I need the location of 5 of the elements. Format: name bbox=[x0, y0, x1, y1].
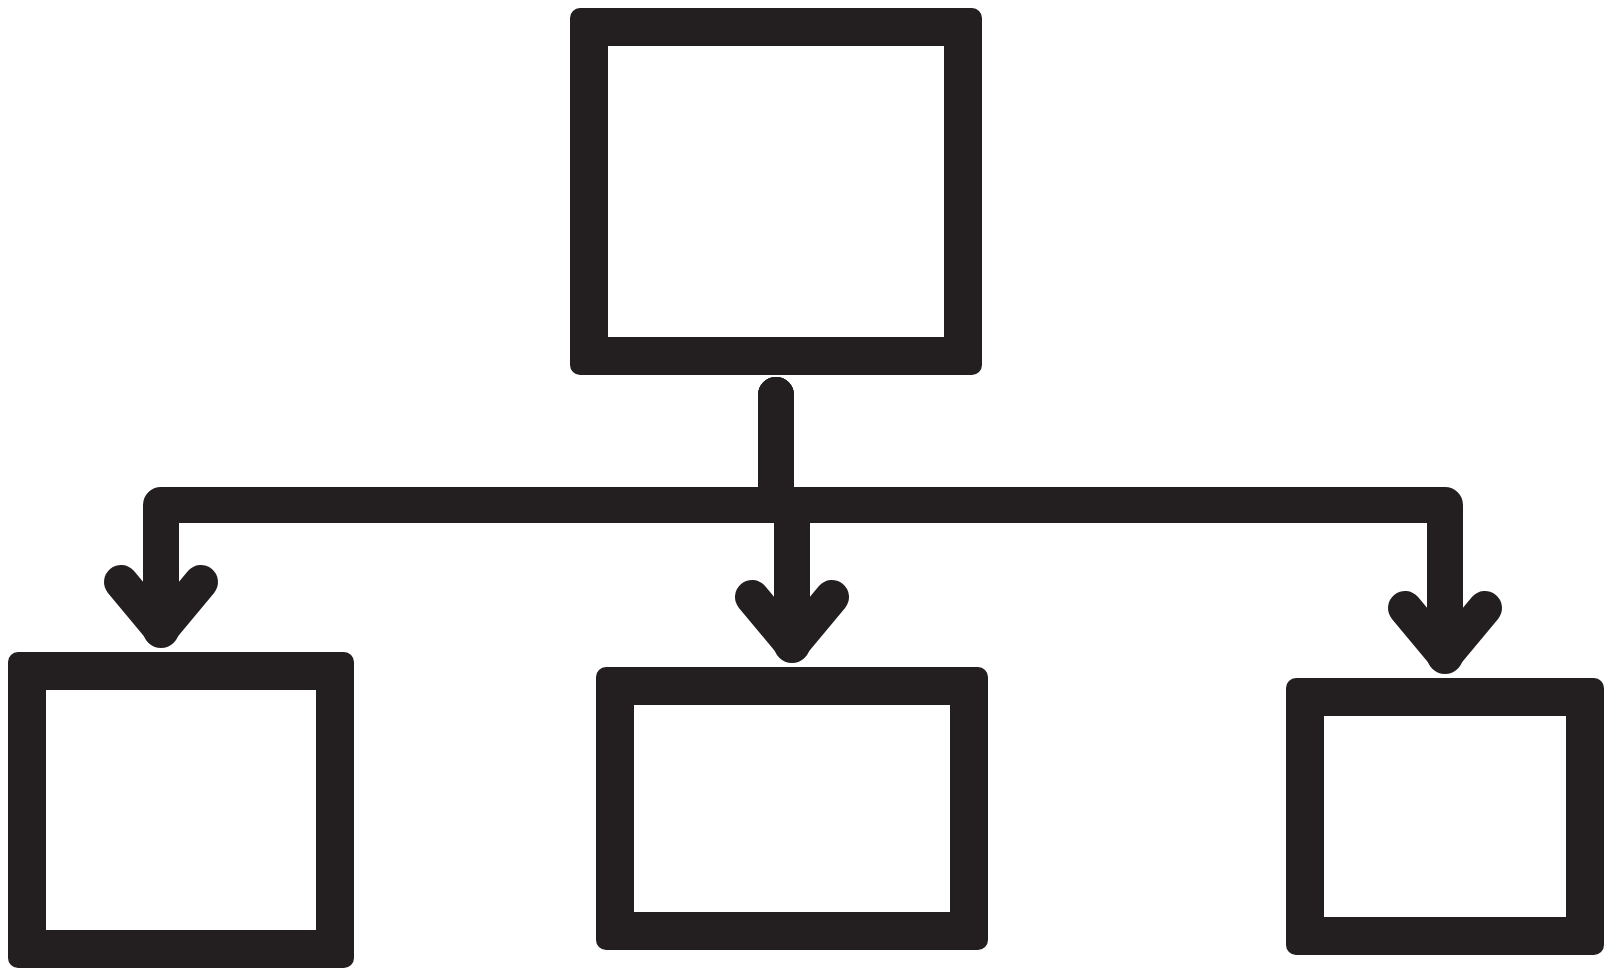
empty-box bbox=[570, 8, 982, 375]
arrow bbox=[758, 377, 1502, 674]
empty-box bbox=[596, 667, 988, 950]
empty-box bbox=[1286, 678, 1604, 955]
empty-box bbox=[8, 652, 354, 968]
